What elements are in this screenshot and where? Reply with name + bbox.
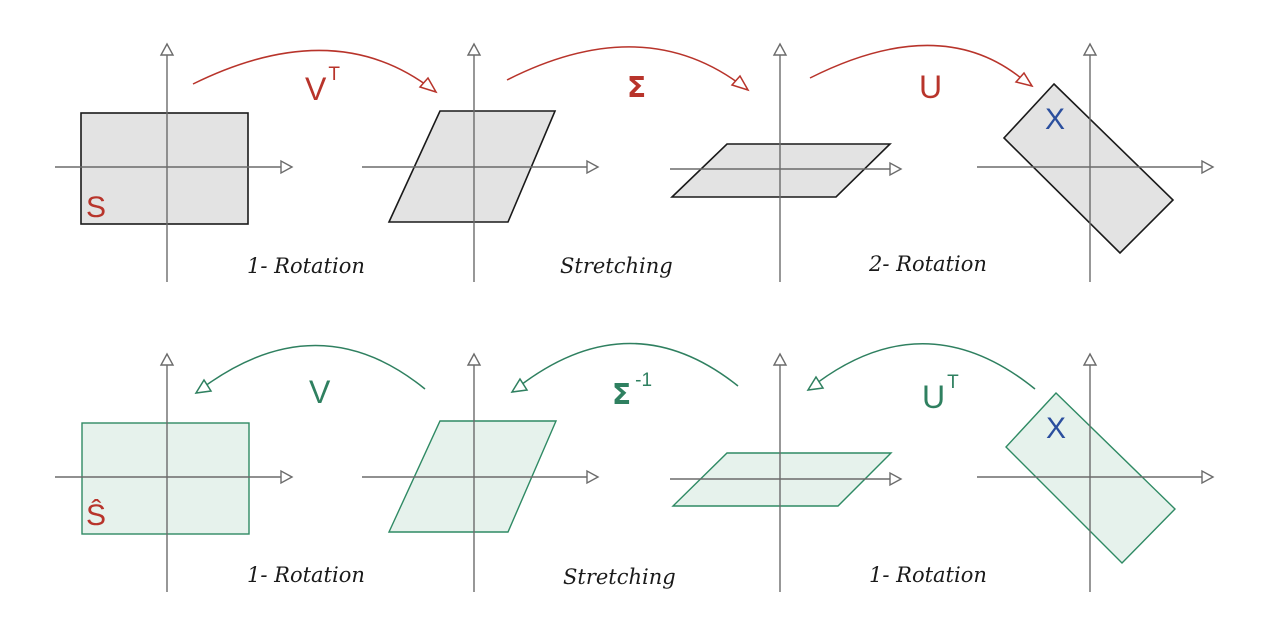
arc-arrowhead-icon xyxy=(418,76,438,94)
x-axis-arrow-icon xyxy=(1201,159,1215,175)
y-axis-arrow-icon xyxy=(772,42,788,56)
y-axis-arrow-icon xyxy=(466,352,482,366)
label-s-hat: Ŝ xyxy=(86,498,106,532)
x-axis-arrow-icon xyxy=(586,469,600,485)
arc-line xyxy=(516,342,739,389)
bottom-panel-2 xyxy=(362,352,600,592)
top-panel-3 xyxy=(670,42,903,282)
top-panel-4: X xyxy=(977,42,1215,282)
arc-arrowhead-icon xyxy=(1014,71,1034,88)
top-arc-1 xyxy=(192,49,438,94)
label-x: X xyxy=(1046,412,1066,445)
label-s: S xyxy=(86,191,106,224)
arc-arrowhead-icon xyxy=(194,378,213,394)
x-axis-arrow-icon xyxy=(1201,469,1215,485)
top-flat-parallelogram xyxy=(670,143,892,198)
top-arc-2 xyxy=(506,46,750,92)
top-row: S X xyxy=(55,42,1215,282)
caption-bottom-3: 1- Rotation xyxy=(869,563,987,587)
caption-top-3: 2- Rotation xyxy=(868,252,987,276)
label-x: X xyxy=(1045,103,1065,136)
y-axis-arrow-icon xyxy=(159,352,175,366)
x-axis-arrow-icon xyxy=(280,159,294,175)
operator-sigma-inverse: Σ-1 xyxy=(612,370,652,411)
top-rotated-rectangle-x xyxy=(1002,82,1175,255)
arc-line xyxy=(506,46,746,89)
bottom-arc-2 xyxy=(510,342,739,393)
bottom-panel-4: X xyxy=(977,352,1215,592)
x-axis-arrow-icon xyxy=(889,471,903,487)
caption-top-1: 1- Rotation xyxy=(247,254,365,278)
y-axis-arrow-icon xyxy=(772,352,788,366)
bottom-row: Ŝ X xyxy=(55,342,1215,592)
arc-line xyxy=(200,344,426,390)
arc-arrowhead-icon xyxy=(510,377,529,393)
arc-arrowhead-icon xyxy=(730,74,750,92)
top-arc-3 xyxy=(809,44,1034,88)
operator-sigma: Σ xyxy=(627,71,646,104)
caption-bottom-1: 1- Rotation xyxy=(247,563,365,587)
caption-top-2: Stretching xyxy=(560,254,673,278)
x-axis-arrow-icon xyxy=(280,469,294,485)
operator-v: V xyxy=(309,374,331,410)
operator-u: U xyxy=(919,69,942,105)
y-axis-arrow-icon xyxy=(1082,42,1098,56)
top-rectangle-s xyxy=(80,112,249,225)
top-panel-1: S xyxy=(55,42,294,282)
y-axis-arrow-icon xyxy=(159,42,175,56)
caption-bottom-2: Stretching xyxy=(563,565,676,589)
arc-line xyxy=(192,49,434,91)
bottom-panel-3 xyxy=(670,352,903,592)
arc-arrowhead-icon xyxy=(806,375,825,391)
x-axis-arrow-icon xyxy=(889,161,903,177)
x-axis-arrow-icon xyxy=(586,159,600,175)
bottom-arc-3 xyxy=(806,343,1036,391)
arc-line xyxy=(812,343,1036,390)
y-axis-arrow-icon xyxy=(1082,352,1098,366)
y-axis-arrow-icon xyxy=(466,42,482,56)
arc-line xyxy=(809,44,1029,85)
bottom-arc-1 xyxy=(194,344,426,394)
bottom-panel-1: Ŝ xyxy=(55,352,294,592)
top-panel-2 xyxy=(362,42,600,282)
bottom-rectangle-s-hat xyxy=(81,422,250,535)
